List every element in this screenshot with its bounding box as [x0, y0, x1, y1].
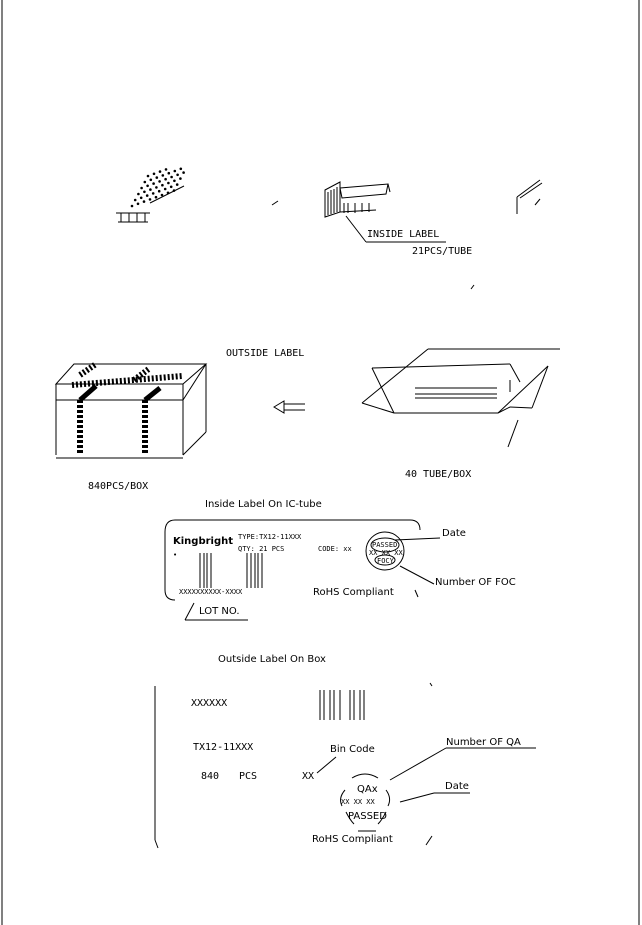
- chip-dot: [143, 190, 146, 194]
- chip-dot: [152, 172, 156, 176]
- chip-dot: [152, 182, 155, 185]
- chip-dot: [175, 183, 179, 186]
- inside-label-heading: Inside Label On IC-tube: [205, 499, 322, 510]
- outside-label-text: OUTSIDE LABEL: [226, 348, 305, 359]
- qa-number-callout: Number OF QA: [446, 737, 521, 748]
- chip-dot: [146, 184, 149, 188]
- chip-dot: [148, 198, 152, 201]
- left-arrow: [273, 400, 305, 414]
- brand-dot: •: [173, 551, 178, 559]
- chip-dot: [145, 194, 149, 197]
- chip-dot: [139, 196, 143, 200]
- chip-dot: [167, 171, 171, 175]
- chip-dot: [149, 178, 153, 182]
- outside-qty-number: 840: [201, 771, 220, 782]
- chip-dot: [151, 192, 155, 195]
- chip-dot: [169, 185, 173, 189]
- chip-dot: [173, 179, 176, 183]
- chip-dot: [154, 195, 158, 199]
- chip-dot: [143, 180, 147, 184]
- chip-dot: [164, 168, 168, 171]
- chip-dot: [158, 170, 162, 173]
- chip-dot: [167, 181, 170, 185]
- chip-dot: [146, 174, 150, 178]
- chip-dot: [182, 171, 185, 174]
- qa-code-text: QAx: [357, 784, 378, 795]
- chip-dot: [176, 173, 179, 177]
- seal-date-text: XX XX XX: [369, 549, 403, 557]
- lot-no-label: LOT NO.: [199, 606, 240, 617]
- chip-dot: [170, 175, 173, 179]
- inside-date-callout: Date: [442, 528, 466, 539]
- chip-dot: [149, 188, 152, 191]
- foc-number-callout: Number OF FOC: [435, 577, 516, 588]
- seal-passed-text: PASSED: [372, 541, 398, 549]
- chip-dot: [136, 202, 140, 206]
- chip-dot-pattern: [130, 167, 185, 208]
- inside-label-leader: [345, 215, 367, 243]
- outside-code-text: XXXXXX: [191, 698, 228, 709]
- inside-rohs-text: RoHS Compliant: [313, 587, 394, 598]
- open-box-drawing: [361, 348, 560, 448]
- chip-dot: [158, 180, 161, 183]
- chip-dot: [155, 176, 159, 179]
- outside-label-heading: Outside Label On Box: [218, 654, 326, 665]
- chip-dot: [161, 174, 165, 177]
- outside-xx-text: XX: [302, 771, 315, 782]
- lot-code-text: XXXXXXXXXX-XXXX: [179, 588, 243, 596]
- chip-dot: [179, 167, 183, 171]
- tube-per-box-text: 40 TUBE/BOX: [405, 469, 472, 480]
- outside-qty-unit: PCS: [239, 771, 258, 782]
- box-quantity-text: 840PCS/BOX: [88, 481, 149, 492]
- chip-dot: [130, 204, 134, 208]
- outside-date-row: XX XX XX: [341, 798, 375, 806]
- chip-dot: [161, 183, 164, 187]
- tube-end-drawing: [324, 181, 446, 243]
- outside-part-text: TX12-11XXX: [193, 742, 254, 753]
- type-line: TYPE:TX12-11XXX: [238, 533, 302, 541]
- seal-foc-text: FOCY: [377, 557, 394, 565]
- chip-dot: [140, 186, 143, 190]
- outside-label-outline: [154, 682, 536, 849]
- tube-quantity-text: 21PCS/TUBE: [412, 246, 473, 257]
- chip-dot: [155, 186, 158, 189]
- chip-dot: [173, 169, 177, 173]
- chip-dot: [179, 177, 182, 180]
- chip-dot: [160, 193, 164, 197]
- outside-date-callout: Date: [445, 781, 469, 792]
- inside-label-outline: [164, 519, 441, 621]
- code-line: CODE: xx: [318, 545, 352, 553]
- inside-label-text: INSIDE LABEL: [367, 229, 440, 240]
- chip-dot: [164, 177, 167, 181]
- bin-code-label: Bin Code: [330, 744, 375, 755]
- tube-stub-drawing: [516, 179, 543, 214]
- chip-dot: [137, 192, 140, 196]
- closed-box-drawing: [54, 361, 208, 459]
- outside-passed-text: PASSED: [348, 811, 387, 822]
- outside-rohs-text: RoHS Compliant: [312, 834, 393, 845]
- inside-seal-outer: [365, 531, 405, 571]
- chip-dot: [163, 187, 167, 191]
- chip-dot: [157, 189, 161, 193]
- brand-name: Kingbright: [173, 536, 234, 547]
- chip-dot: [142, 200, 146, 203]
- chip-dot: [133, 198, 137, 202]
- qty-line: QTY: 21 PCS: [238, 545, 285, 553]
- chip-pins: [116, 185, 185, 223]
